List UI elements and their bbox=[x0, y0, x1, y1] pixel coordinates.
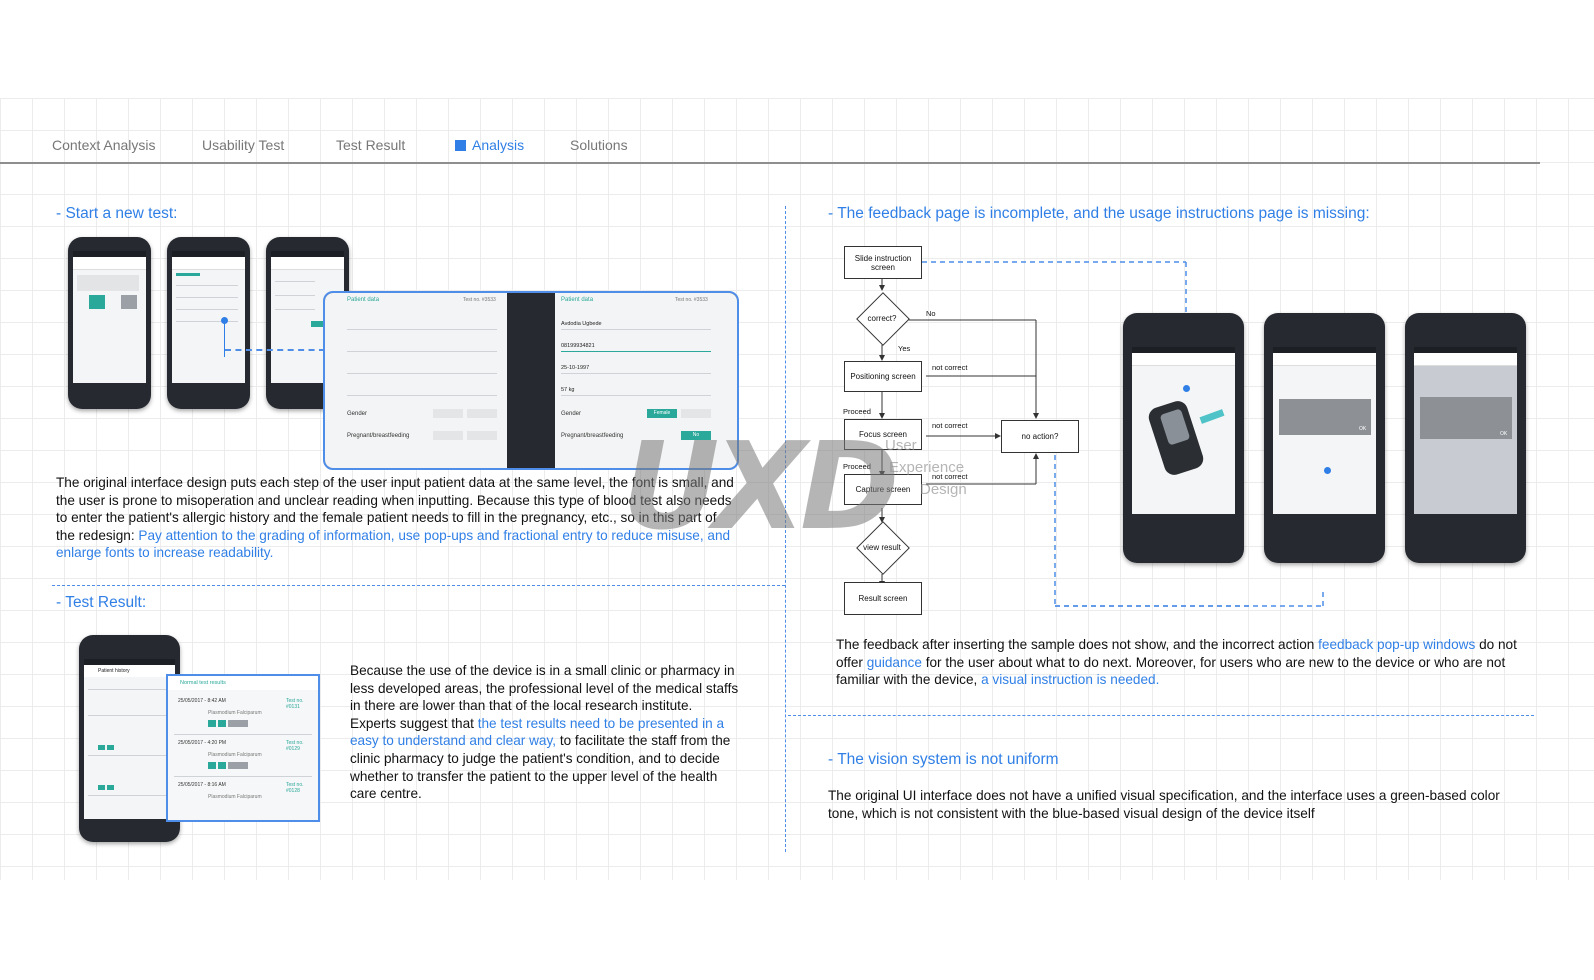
feedback-text-c: do not offer bbox=[836, 637, 1517, 670]
start-test-heading: - Start a new test: bbox=[56, 205, 178, 222]
flowchart-connectors bbox=[879, 261, 1250, 607]
test-result-text-2: Experts suggest that bbox=[350, 715, 478, 731]
active-tab-marker bbox=[455, 140, 466, 151]
form-title: Patient data bbox=[347, 297, 380, 303]
fc-not-correct-2: not correct bbox=[932, 421, 968, 430]
dob-value: 25-10-1997 bbox=[561, 365, 590, 371]
results-phone: Patient history bbox=[79, 635, 180, 842]
result-1-no: Test no. #0131 bbox=[286, 698, 304, 710]
pregnant-label: Pregnant/breastfeeding bbox=[347, 433, 410, 439]
feedback-text-e: for the user about what to do next. More… bbox=[836, 654, 1506, 688]
fc-result-screen: Result screen bbox=[844, 582, 922, 615]
result-3-date: 25/05/2017 - 8:16 AM bbox=[178, 782, 226, 788]
fc-positioning: Positioning screen bbox=[844, 361, 922, 392]
watermark-user: User bbox=[885, 437, 917, 454]
result-3-parasite: Plasmodium Falciparum bbox=[208, 794, 262, 800]
pregnant2-label: Pregnant/breastfeeding bbox=[561, 433, 624, 439]
form-test-no: Test no. #3533 bbox=[463, 297, 496, 303]
result-1-parasite: Plasmodium Falciparum bbox=[208, 710, 262, 716]
zoomed-patient-data-mockup: Patient data Test no. #3533 Gender Pregn… bbox=[323, 291, 739, 470]
watermark-design: Design bbox=[920, 481, 967, 498]
feedback-highlight-f: a visual instruction is needed. bbox=[981, 672, 1160, 688]
tab-analysis[interactable]: Analysis bbox=[455, 137, 524, 153]
fc-view-result-label: view result bbox=[863, 543, 901, 552]
test-result-text-1: Because the use of the device is in a sm… bbox=[350, 663, 739, 714]
start-test-highlight: Pay attention to the grading of informat… bbox=[56, 527, 731, 561]
popup-dialog-2 bbox=[1279, 399, 1371, 435]
left-section-divider bbox=[52, 585, 785, 586]
result-2-parasite: Plasmodium Falciparum bbox=[208, 752, 262, 758]
form2-title: Patient data bbox=[561, 297, 594, 303]
test-result-heading: - Test Result: bbox=[56, 594, 147, 611]
tab-usability-test[interactable]: Usability Test bbox=[202, 137, 285, 153]
old-patient-form-filled: Patient data Test no. #3533 Avdodia Ugbe… bbox=[555, 293, 737, 468]
phone-value: 08199934821 bbox=[561, 343, 595, 349]
form2-test-no: Test no. #3533 bbox=[675, 297, 708, 303]
feedback-paragraph: The feedback after inserting the sample … bbox=[836, 636, 1536, 689]
popup-dialog-3 bbox=[1420, 397, 1512, 439]
fc-not-correct-1: not correct bbox=[932, 363, 968, 372]
popup-ok-2: OK bbox=[1359, 426, 1367, 432]
watermark-experience: Experience bbox=[889, 459, 965, 476]
fc-yes-label: Yes bbox=[898, 344, 911, 353]
start-test-paragraph: The original interface design puts each … bbox=[56, 474, 738, 562]
fc-no-label: No bbox=[926, 309, 936, 318]
test-result-paragraph: Because the use of the device is in a sm… bbox=[350, 662, 745, 803]
no-option: No bbox=[681, 431, 711, 440]
fc-no-action: no action? bbox=[1001, 420, 1079, 453]
tab-solutions[interactable]: Solutions bbox=[570, 137, 628, 153]
fc-proceed-1: Proceed bbox=[843, 407, 871, 416]
result-2-date: 25/05/2017 - 4:20 PM bbox=[178, 740, 227, 746]
result-3-no: Test no. #0128 bbox=[286, 782, 304, 794]
right-section-divider bbox=[788, 715, 1534, 716]
name-value: Avdodia Ugbede bbox=[561, 321, 602, 327]
fc-proceed-2: Proceed bbox=[843, 462, 871, 471]
top-nav: Context Analysis Usability Test Test Res… bbox=[0, 128, 1540, 164]
old-phone-1 bbox=[68, 237, 151, 409]
test-result-text-3: to facilitate the staff from the clinic … bbox=[350, 733, 731, 802]
fc-not-correct-3: not correct bbox=[932, 472, 968, 481]
tab-context-analysis[interactable]: Context Analysis bbox=[52, 137, 156, 153]
old-patient-form: Patient data Test no. #3533 Gender Pregn… bbox=[325, 293, 507, 468]
female-option: Female bbox=[647, 409, 677, 418]
column-divider bbox=[785, 206, 786, 852]
vision-heading: - The vision system is not uniform bbox=[828, 751, 1059, 768]
old-phone-2 bbox=[167, 237, 250, 409]
results-title: Normal test results bbox=[168, 676, 318, 690]
zoom-connector bbox=[225, 349, 325, 351]
feedback-heading: - The feedback page is incomplete, and t… bbox=[828, 205, 1370, 222]
feedback-highlight-d: guidance bbox=[866, 654, 922, 670]
weight-value: 57 kg bbox=[561, 387, 575, 393]
fc-slide-instruction: Slide instruction screen bbox=[844, 246, 922, 279]
device-phone-1 bbox=[1123, 313, 1244, 563]
start-test-text: The original interface design puts each … bbox=[56, 475, 734, 543]
uxd-watermark-logo: UXD bbox=[622, 418, 900, 557]
feedback-highlight-b: feedback pop-up windows bbox=[1318, 637, 1476, 652]
fc-focus: Focus screen bbox=[844, 419, 922, 450]
gender-label: Gender bbox=[347, 411, 368, 417]
gender2-label: Gender bbox=[561, 411, 582, 417]
device-phone-2: OK bbox=[1264, 313, 1385, 563]
fc-correct-label: correct? bbox=[867, 314, 897, 323]
feedback-text-a: The feedback after inserting the sample … bbox=[836, 637, 1319, 652]
test-result-highlight: the test results need to be presented in… bbox=[350, 715, 725, 749]
flowchart-link-tail bbox=[1055, 590, 1324, 607]
tab-analysis-label: Analysis bbox=[472, 137, 525, 153]
result-1-date: 25/05/2017 - 8:42 AM bbox=[178, 698, 226, 704]
vision-paragraph: The original UI interface does not have … bbox=[828, 788, 1500, 821]
result-2-no: Test no. #0129 bbox=[286, 740, 304, 752]
popup-ok-3: OK bbox=[1500, 431, 1508, 437]
history-title: Patient history bbox=[84, 665, 175, 677]
device-phone-3: OK bbox=[1405, 313, 1526, 563]
results-zoom: Normal test results 25/05/2017 - 8:42 AM… bbox=[166, 674, 320, 822]
tab-test-result[interactable]: Test Result bbox=[336, 137, 406, 153]
fc-capture: Capture screen bbox=[844, 474, 922, 505]
